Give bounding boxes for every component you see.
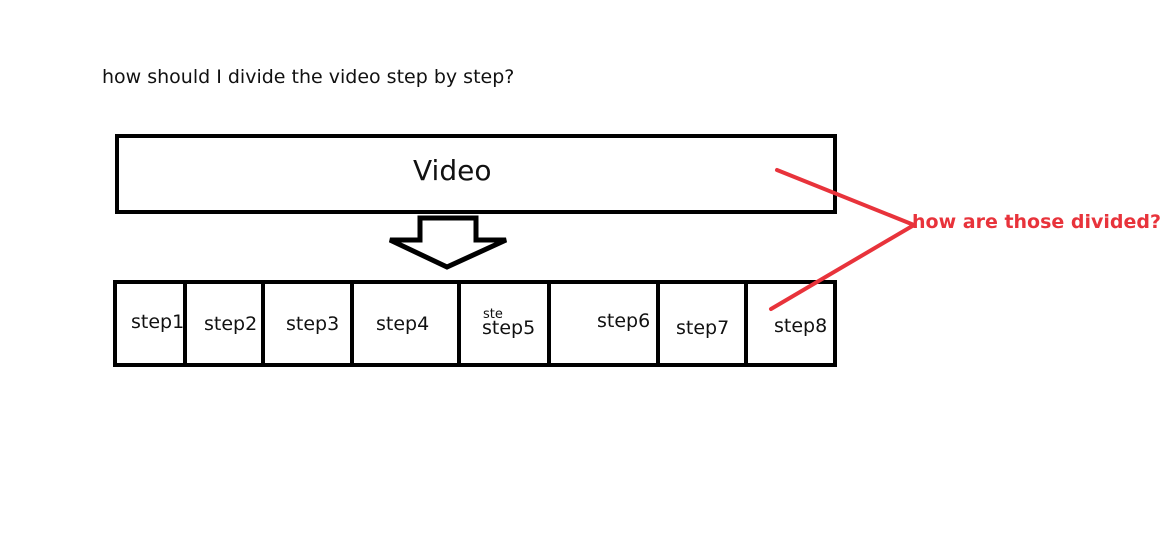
step-label: step2 <box>204 313 258 335</box>
step-label: step4 <box>376 313 430 335</box>
step-divider <box>183 284 187 363</box>
step-divider <box>457 284 461 363</box>
down-arrow-icon <box>388 215 508 270</box>
scribble-text: ste <box>483 307 503 322</box>
step-divider <box>350 284 354 363</box>
video-label: Video <box>413 154 492 187</box>
step-divider <box>656 284 660 363</box>
annotation-text: how are those divided? <box>912 211 1160 233</box>
step-divider <box>261 284 265 363</box>
video-box: Video <box>115 134 837 214</box>
step-label: step7 <box>676 317 730 339</box>
steps-row: step1 step2 step3 step4 ste step5 step6 … <box>113 280 837 367</box>
step-label: step6 <box>597 310 651 332</box>
step-divider <box>744 284 748 363</box>
step-divider <box>547 284 551 363</box>
step-label: step3 <box>286 313 340 335</box>
step-label: step5 <box>482 317 536 339</box>
question-text: how should I divide the video step by st… <box>102 66 515 88</box>
step-label: step1 <box>131 311 185 333</box>
step-label: step8 <box>774 315 828 337</box>
